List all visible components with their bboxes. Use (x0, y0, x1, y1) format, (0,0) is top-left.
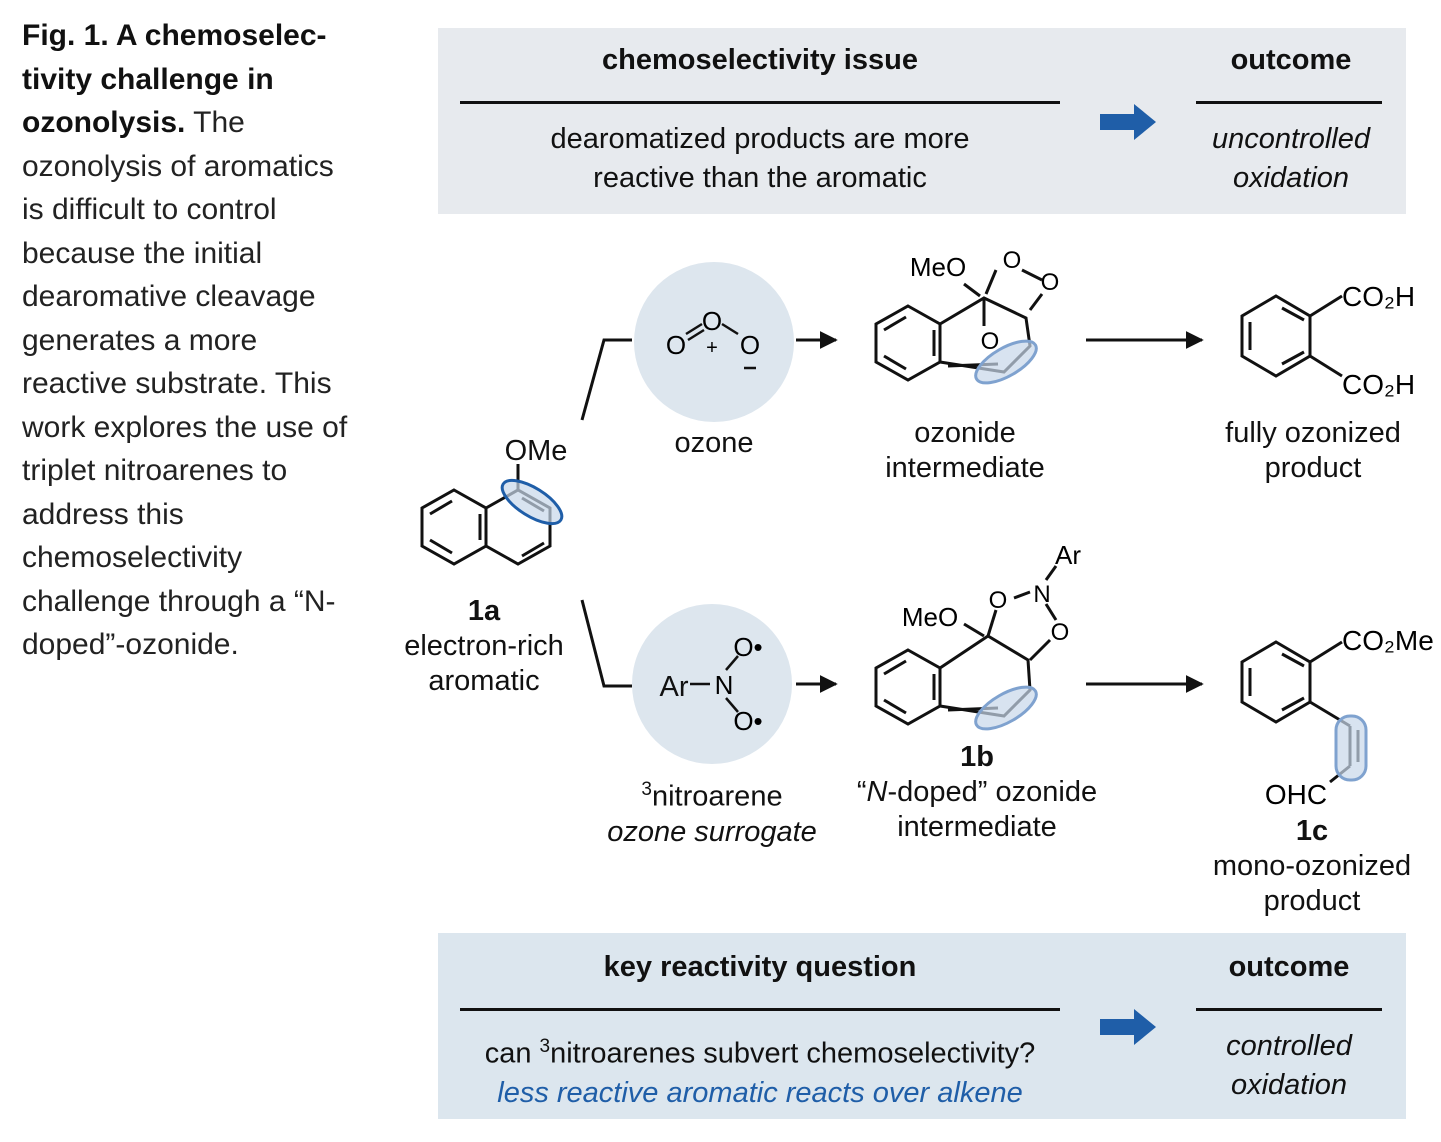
issue-header: chemoselectivity issue (602, 44, 918, 76)
ndoped-ar: Ar (1055, 540, 1081, 570)
start-line-1: electron-rich (404, 630, 564, 662)
key-reactivity-panel: key reactivity question outcome can 3nit… (438, 933, 1406, 1119)
nitroarene-label: 3nitroarene ozone surrogate (596, 772, 828, 850)
ozone-label: ozone (674, 427, 754, 459)
outcome-header-bottom: outcome (1228, 951, 1350, 983)
full-product-molecule (1240, 294, 1343, 378)
full-product-label: fully ozonized product (1208, 416, 1418, 486)
nitroarene-n: N (715, 670, 734, 700)
ozonide-line-1: ozonide (914, 417, 1016, 449)
ndoped-label: 1b “N-doped” ozonide intermediate (846, 740, 1108, 845)
outcome-text-line-1: uncontrolled (1212, 123, 1370, 155)
question-text-line-1: can 3nitroarenes subvert chemoselectivit… (484, 1036, 1036, 1070)
start-line-2: aromatic (428, 665, 540, 697)
nitroarene-line-1: 3nitroarene (641, 779, 783, 813)
ozonide-o-right: O (1041, 269, 1060, 296)
blue-arrow-icon (1100, 104, 1156, 140)
full-sub-bottom: CO₂H (1342, 369, 1415, 400)
ozonide-meo: MeO (910, 252, 966, 282)
ndoped-o-right: O (1051, 619, 1070, 646)
issue-text-line-2: reactive than the aromatic (593, 162, 927, 194)
start-id: 1a (467, 595, 501, 627)
nitroarene-o-top: O• (733, 632, 762, 662)
caption-heading: Fig. 1. A chemoselec-tivity challenge in… (22, 19, 327, 139)
full-line-1: fully ozonized (1225, 417, 1401, 449)
mono-sub-bottom: OHC (1265, 779, 1327, 810)
ozonide-highlight (974, 339, 1038, 385)
nitroarene-line-2: ozone surrogate (607, 815, 817, 848)
lower-branch-line (580, 599, 632, 688)
ndoped-highlight (974, 685, 1038, 731)
mono-sub-top: CO₂Me (1342, 625, 1434, 656)
start-label: 1a electron-rich aromatic (386, 594, 582, 699)
mono-id: 1c (1295, 815, 1329, 847)
nitro-ar-label: Ar (659, 671, 689, 703)
ozone-plus: + (706, 337, 718, 359)
ndoped-line-1: “N-doped” ozonide (856, 776, 1098, 808)
ozone-o-right: O (740, 330, 760, 360)
question-header: key reactivity question (603, 951, 917, 983)
outcome-text-line-2: oxidation (1232, 162, 1350, 194)
nitroarene-structure (690, 655, 739, 713)
ozonide-line-2: intermediate (885, 452, 1045, 484)
issue-text-line-1: dearomatized products are more (550, 123, 970, 155)
outcome-bottom-line-1: controlled (1226, 1030, 1352, 1062)
question-text-line-2: less reactive aromatic reacts over alken… (497, 1076, 1023, 1109)
issue-text: dearomatized products are more reactive … (438, 120, 1082, 198)
outcome-rule-bottom (1196, 1008, 1382, 1011)
ndoped-meo: MeO (902, 602, 958, 632)
blue-arrow-icon-bottom (1100, 1009, 1156, 1045)
caption-text: The ozonolysis of aromatics is difficult… (22, 106, 348, 661)
ozone-o-left: O (666, 330, 686, 360)
ozonide-o-top: O (1003, 247, 1022, 274)
outcome-text-bottom: controlled oxidation (1196, 1027, 1382, 1105)
ozone-structure (685, 322, 739, 342)
nitroarene-circle (632, 604, 792, 764)
start-highlight (500, 478, 564, 526)
ozonide-label: ozonide intermediate (870, 416, 1060, 486)
issue-rule (460, 101, 1060, 104)
question-rule (460, 1008, 1060, 1011)
ndoped-o-top: O (989, 587, 1008, 614)
mono-highlight (1334, 714, 1368, 782)
mono-product-label: 1c mono-ozonized product (1200, 814, 1424, 919)
ozone-o-center: O (702, 306, 722, 336)
ndoped-id: 1b (960, 741, 994, 773)
full-sub-top: CO₂H (1342, 281, 1415, 312)
ozonide-o-ring: O (981, 328, 1000, 355)
chemoselectivity-issue-panel: chemoselectivity issue outcome dearomati… (438, 28, 1406, 214)
figure-caption: Fig. 1. A chemoselec-tivity challenge in… (22, 14, 362, 667)
ndoped-line-2: intermediate (897, 811, 1057, 843)
outcome-text: uncontrolled oxidation (1198, 120, 1384, 198)
upper-branch-line (580, 338, 632, 421)
mono-line-2: product (1263, 885, 1361, 917)
start-sub-label: OMe (504, 435, 568, 467)
outcome-rule (1196, 101, 1382, 104)
nitroarene-o-bottom: O• (733, 706, 762, 736)
mono-line-1: mono-ozonized (1212, 850, 1412, 882)
outcome-header: outcome (1230, 44, 1352, 76)
ozone-circle (634, 262, 794, 422)
question-text: can 3nitroarenes subvert chemoselectivit… (438, 1027, 1082, 1113)
ndoped-n: N (1033, 581, 1050, 608)
full-line-2: product (1264, 452, 1362, 484)
outcome-bottom-line-2: oxidation (1230, 1069, 1348, 1101)
